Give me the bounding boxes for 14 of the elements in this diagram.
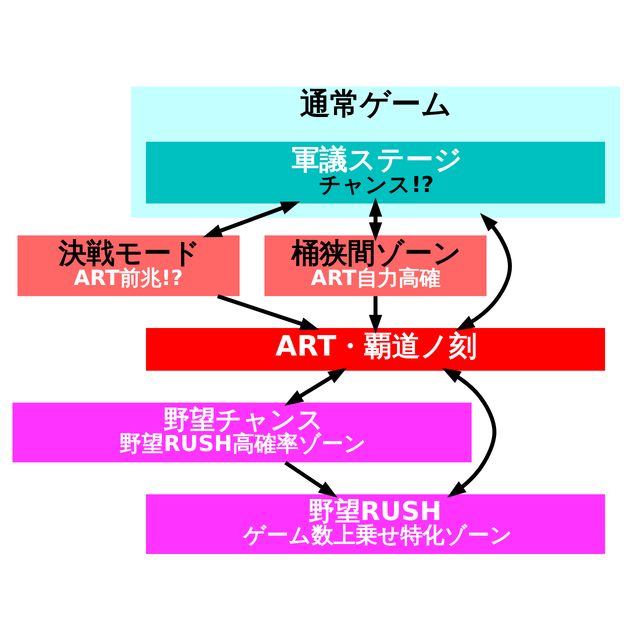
node-box: ART・覇道ノ刻 — [146, 328, 606, 371]
arrow — [368, 198, 382, 242]
node-box: 野望RUSH ゲーム数上乗せ特化ゾーン — [146, 494, 606, 554]
arrow — [368, 296, 382, 334]
node-box: 野望チャンス 野望RUSH高確率ゾーン — [12, 402, 472, 462]
arrow — [442, 368, 496, 498]
arrow — [284, 368, 347, 406]
node-box: 軍議ステージ チャンス!? — [146, 142, 606, 204]
arrow — [217, 294, 320, 330]
arrow — [284, 460, 338, 498]
arrow — [456, 213, 512, 331]
node-box: 桶狭間ゾーン ART自力高確 — [264, 235, 487, 296]
arrow — [202, 201, 300, 238]
node-box: 決戦モード ART前兆!? — [18, 235, 240, 296]
